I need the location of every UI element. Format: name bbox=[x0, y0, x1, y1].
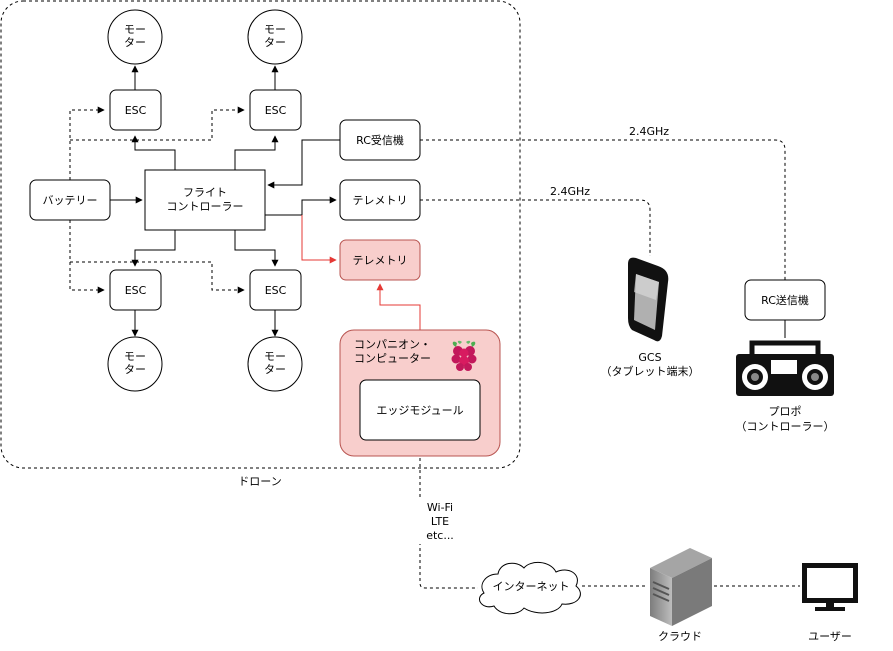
companion-telemetry-lines bbox=[301, 215, 421, 330]
rc-transmitter-node: RC送信機 bbox=[744, 279, 826, 321]
svg-text:モー: モー bbox=[264, 23, 286, 36]
gcs-sublabel: （タブレット端末） bbox=[601, 364, 700, 378]
svg-text:モー: モー bbox=[264, 350, 286, 363]
svg-text:モー: モー bbox=[124, 23, 146, 36]
control-lines bbox=[110, 65, 340, 337]
svg-text:etc...: etc... bbox=[426, 529, 454, 542]
raspberry-pi-icon bbox=[451, 340, 477, 371]
svg-text:モー: モー bbox=[124, 350, 146, 363]
propo-label: プロポ bbox=[769, 405, 802, 418]
monitor-icon bbox=[802, 563, 858, 611]
svg-text:テレメトリ: テレメトリ bbox=[353, 254, 408, 267]
esc-bottom-right: ESC bbox=[249, 269, 302, 311]
network-label: Wi-Fi LTE etc... bbox=[418, 500, 462, 544]
flight-controller-node: フライト コントローラー bbox=[144, 169, 266, 231]
edge-module-node: エッジモジュール bbox=[359, 379, 481, 441]
svg-text:フライト: フライト bbox=[183, 186, 227, 199]
drone-container bbox=[0, 0, 521, 469]
svg-text:ター: ター bbox=[264, 36, 286, 49]
companion-computer-node: コンパニオン・ コンピューター エッジモジュール bbox=[339, 329, 501, 457]
svg-text:コンパニオン・: コンパニオン・ bbox=[354, 338, 431, 351]
svg-text:LTE: LTE bbox=[431, 515, 449, 528]
server-icon bbox=[650, 548, 712, 626]
battery-power-lines bbox=[69, 106, 245, 294]
tablet-icon bbox=[628, 257, 669, 342]
wireless-links bbox=[419, 139, 800, 589]
motor-bottom-right: モー ター bbox=[247, 336, 303, 392]
svg-text:ター: ター bbox=[124, 363, 146, 376]
gcs-label: GCS bbox=[638, 351, 661, 364]
svg-text:コンピューター: コンピューター bbox=[354, 352, 431, 365]
drone-label: ドローン bbox=[238, 475, 281, 488]
battery-node: バッテリー bbox=[29, 179, 111, 221]
rc-frequency-label: 2.4GHz bbox=[629, 125, 669, 138]
svg-text:テレメトリ: テレメトリ bbox=[353, 194, 408, 207]
telemetry-node: テレメトリ bbox=[339, 179, 421, 221]
svg-text:ESC: ESC bbox=[125, 284, 147, 297]
telemetry-frequency-label: 2.4GHz bbox=[550, 185, 590, 198]
svg-text:エッジモジュール: エッジモジュール bbox=[376, 404, 463, 417]
svg-text:コントローラー: コントローラー bbox=[167, 200, 244, 213]
esc-top-left: ESC bbox=[109, 89, 162, 131]
svg-text:バッテリー: バッテリー bbox=[43, 194, 98, 207]
svg-text:ESC: ESC bbox=[265, 104, 287, 117]
svg-text:ESC: ESC bbox=[265, 284, 287, 297]
svg-text:ESC: ESC bbox=[125, 104, 147, 117]
cloud-icon: インターネット bbox=[479, 562, 581, 615]
svg-text:RC受信機: RC受信機 bbox=[356, 133, 404, 147]
svg-text:ター: ター bbox=[124, 36, 146, 49]
esc-top-right: ESC bbox=[249, 89, 302, 131]
motor-top-left: モー ター bbox=[107, 9, 163, 65]
svg-text:ター: ター bbox=[264, 363, 286, 376]
svg-text:RC送信機: RC送信機 bbox=[761, 293, 809, 307]
motor-bottom-left: モー ター bbox=[107, 336, 163, 392]
telemetry-companion-node: テレメトリ bbox=[339, 239, 421, 281]
user-label: ユーザー bbox=[808, 630, 852, 643]
rc-controller-icon bbox=[736, 340, 834, 396]
motor-top-right: モー ター bbox=[247, 9, 303, 65]
propo-sublabel: （コントローラー） bbox=[736, 420, 835, 433]
rc-receiver-node: RC受信機 bbox=[339, 119, 421, 161]
internet-label: インターネット bbox=[493, 580, 570, 593]
esc-bottom-left: ESC bbox=[109, 269, 162, 311]
cloud-server-label: クラウド bbox=[658, 630, 702, 643]
svg-text:Wi-Fi: Wi-Fi bbox=[427, 501, 453, 514]
